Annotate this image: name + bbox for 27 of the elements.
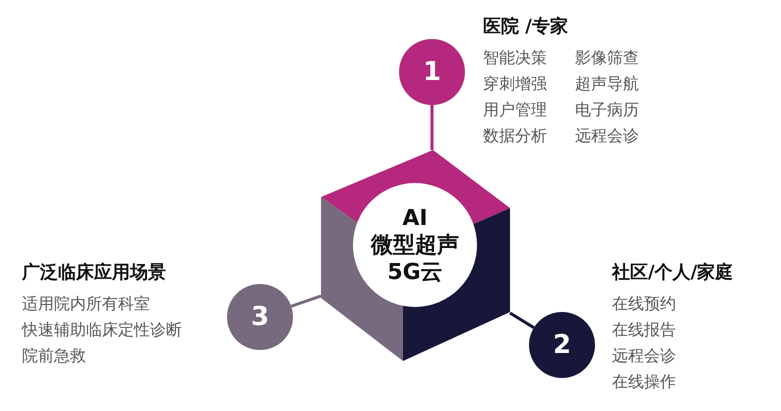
- list-item: 远程会诊: [612, 346, 676, 366]
- connector-line: [290, 294, 322, 308]
- group-heading: 社区/个人/家庭: [612, 261, 734, 284]
- list-item: 在线操作: [612, 372, 676, 392]
- list-item: 数据分析: [483, 126, 547, 146]
- list-item: 电子病历: [575, 100, 639, 120]
- list-item: 院前急救: [22, 346, 86, 366]
- list-item: 适用院内所有科室: [22, 294, 150, 314]
- list-item: 快速辅助临床定性诊断: [22, 320, 182, 340]
- connector-line: [509, 312, 535, 329]
- center-text: 微型超声: [371, 232, 459, 258]
- group-heading: 医院 /专家: [483, 15, 568, 38]
- list-item: 超声导航: [575, 74, 639, 94]
- number-circle: 3: [227, 284, 293, 350]
- connector-line: [430, 105, 434, 150]
- list-item: 智能决策: [483, 48, 547, 68]
- list-item: 用户管理: [483, 100, 547, 120]
- center-text: 5G云: [387, 258, 443, 286]
- number-circle: 2: [529, 312, 595, 378]
- list-item: 在线预约: [612, 294, 676, 314]
- list-item: 在线报告: [612, 320, 676, 340]
- list-item: 影像筛查: [575, 48, 639, 68]
- number-circle: 1: [399, 39, 465, 105]
- group-heading: 广泛临床应用场景: [22, 261, 166, 284]
- list-item: 远程会诊: [575, 126, 639, 146]
- center-text: AI: [402, 204, 428, 232]
- list-item: 穿刺增强: [483, 74, 547, 94]
